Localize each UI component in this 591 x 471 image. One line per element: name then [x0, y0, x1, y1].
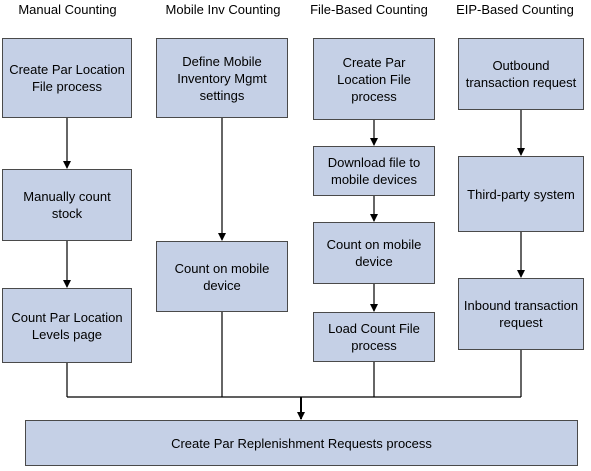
step-create-par-replenishment-requests-process: Create Par Replenishment Requests proces… [25, 420, 578, 466]
step-define-mobile-inventory-mgmt-settings: Define Mobile Inventory Mgmt settings [156, 38, 288, 118]
step-count-on-mobile-device-file: Count on mobile device [313, 222, 435, 284]
step-third-party-system: Third-party system [458, 156, 584, 232]
header-manual-counting: Manual Counting [18, 2, 117, 17]
step-download-file-to-mobile-devices: Download file to mobile devices [313, 146, 435, 196]
step-outbound-transaction-request: Outbound transaction request [458, 38, 584, 110]
step-count-on-mobile-device-mobile: Count on mobile device [156, 241, 288, 312]
header-mobile-inv-counting: Mobile Inv Counting [165, 2, 281, 17]
step-inbound-transaction-request: Inbound transaction request [458, 278, 584, 350]
step-count-par-location-levels-page: Count Par Location Levels page [2, 288, 132, 363]
step-create-par-location-file-process-file: Create Par Location File process [313, 38, 435, 120]
step-create-par-location-file-process-manual: Create Par Location File process [2, 38, 132, 118]
header-file-based-counting: File-Based Counting [310, 2, 428, 17]
step-load-count-file-process: Load Count File process [313, 312, 435, 362]
header-eip-based-counting: EIP-Based Counting [456, 2, 574, 17]
step-manually-count-stock: Manually count stock [2, 169, 132, 241]
